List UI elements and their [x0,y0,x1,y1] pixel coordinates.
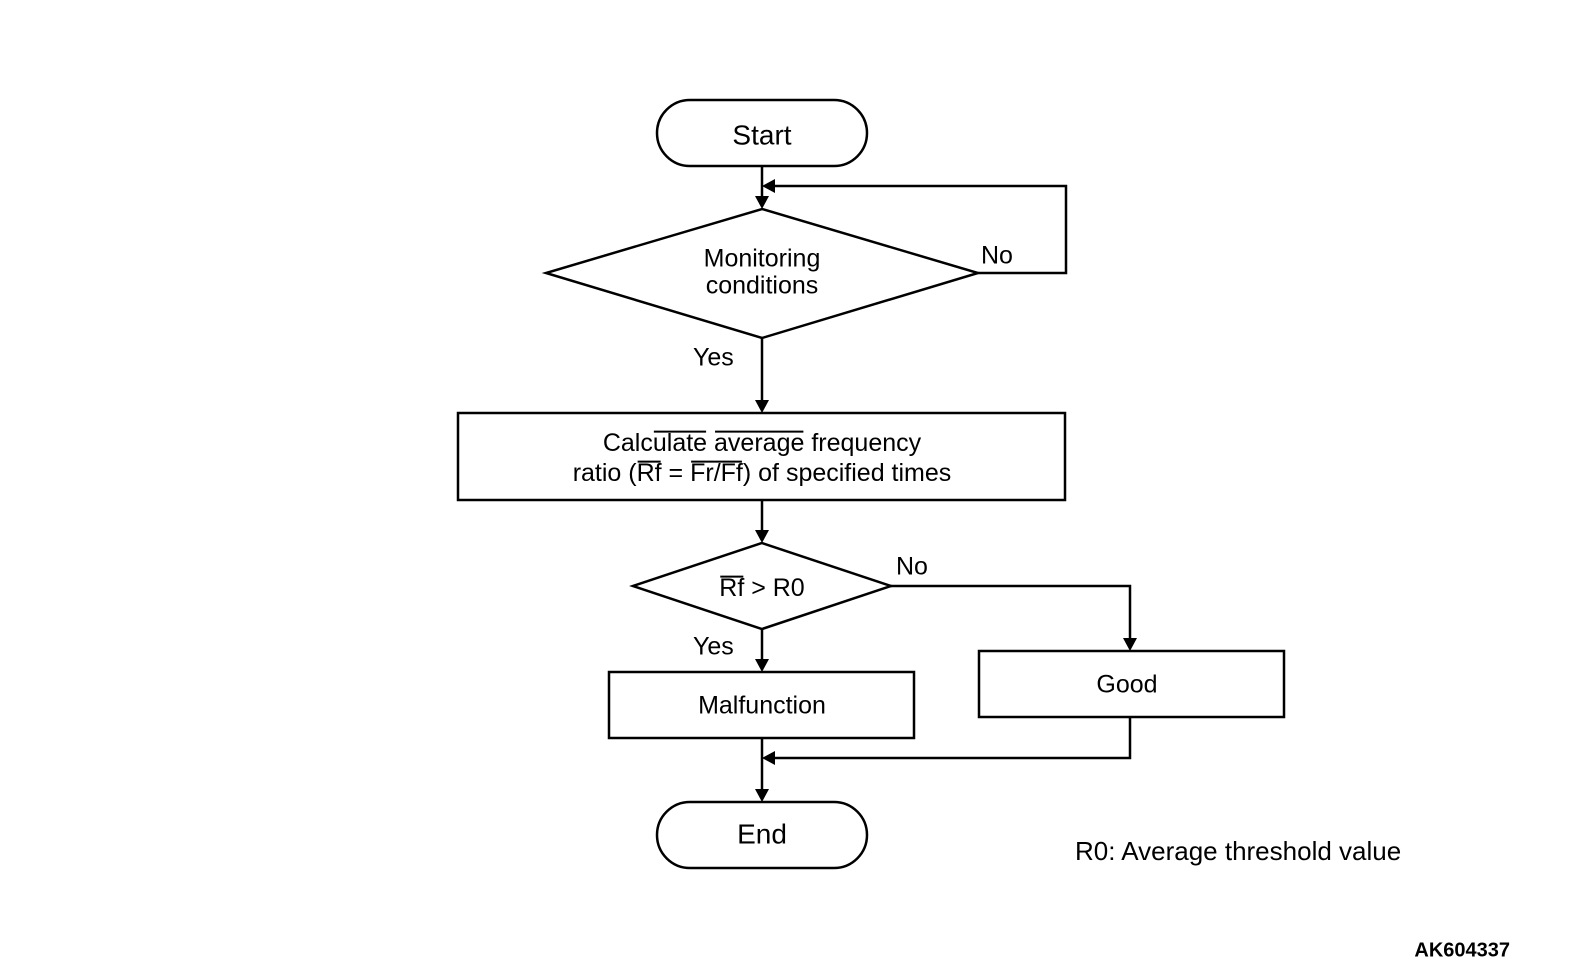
overline-marks [637,430,804,578]
connector-decision-good [891,584,1132,638]
arrowhead-calculate [755,400,769,413]
calculate-line1-mid [707,429,714,457]
monitoring-no-label: No [981,242,1013,270]
decision-yes-label: Yes [693,633,734,661]
calculate-line1-over2: average [714,429,804,457]
arrowhead-loop [762,179,775,193]
calculate-line2-post: ) of specified times [743,459,951,487]
good-process [977,649,1286,719]
calculate-line2-pre: ratio ( [573,459,638,487]
calculate-label-line1: Calculate average frequency [603,429,922,457]
start-label: Start [732,119,791,150]
threshold-rest: > R0 [744,574,804,602]
calculate-line1-over1: ulate [653,429,707,457]
connector-good-merge [775,717,1132,760]
threshold-note: R0: Average threshold value [1075,836,1401,866]
malfunction-process [607,670,916,740]
calculate-line2-over1: Rf [637,459,662,487]
threshold-over: Rf [719,574,744,602]
malfunction-label: Malfunction [698,692,826,720]
arrowhead-good [1123,638,1137,651]
arrowhead-merge [762,751,775,765]
decision-no-label: No [896,553,928,581]
connector-monitoring-no-loop [775,184,1068,275]
end-label: End [737,818,787,849]
monitoring-label-line1: Monitoring [704,245,821,273]
calculate-label-line2: ratio (Rf = Fr/Ff) of specified times [573,459,952,487]
monitoring-label-line2: conditions [706,272,819,300]
figure-code: AK604337 [1414,939,1510,961]
calculate-line1-post: frequency [804,429,921,457]
end-terminator [655,800,869,870]
good-label: Good [1096,671,1157,699]
calculate-line2-over2: Fr/Ff [690,459,743,487]
arrowhead-malfunction [755,659,769,672]
arrowhead-monitoring [755,196,769,209]
monitoring-yes-label: Yes [693,344,734,372]
calculate-line2-mid: = [662,459,691,487]
arrowhead-end [755,789,769,802]
threshold-label: Rf > R0 [719,574,804,602]
calculate-process [456,411,1067,502]
arrowhead-decision [755,530,769,543]
calculate-line1-pre: Calc [603,429,653,457]
